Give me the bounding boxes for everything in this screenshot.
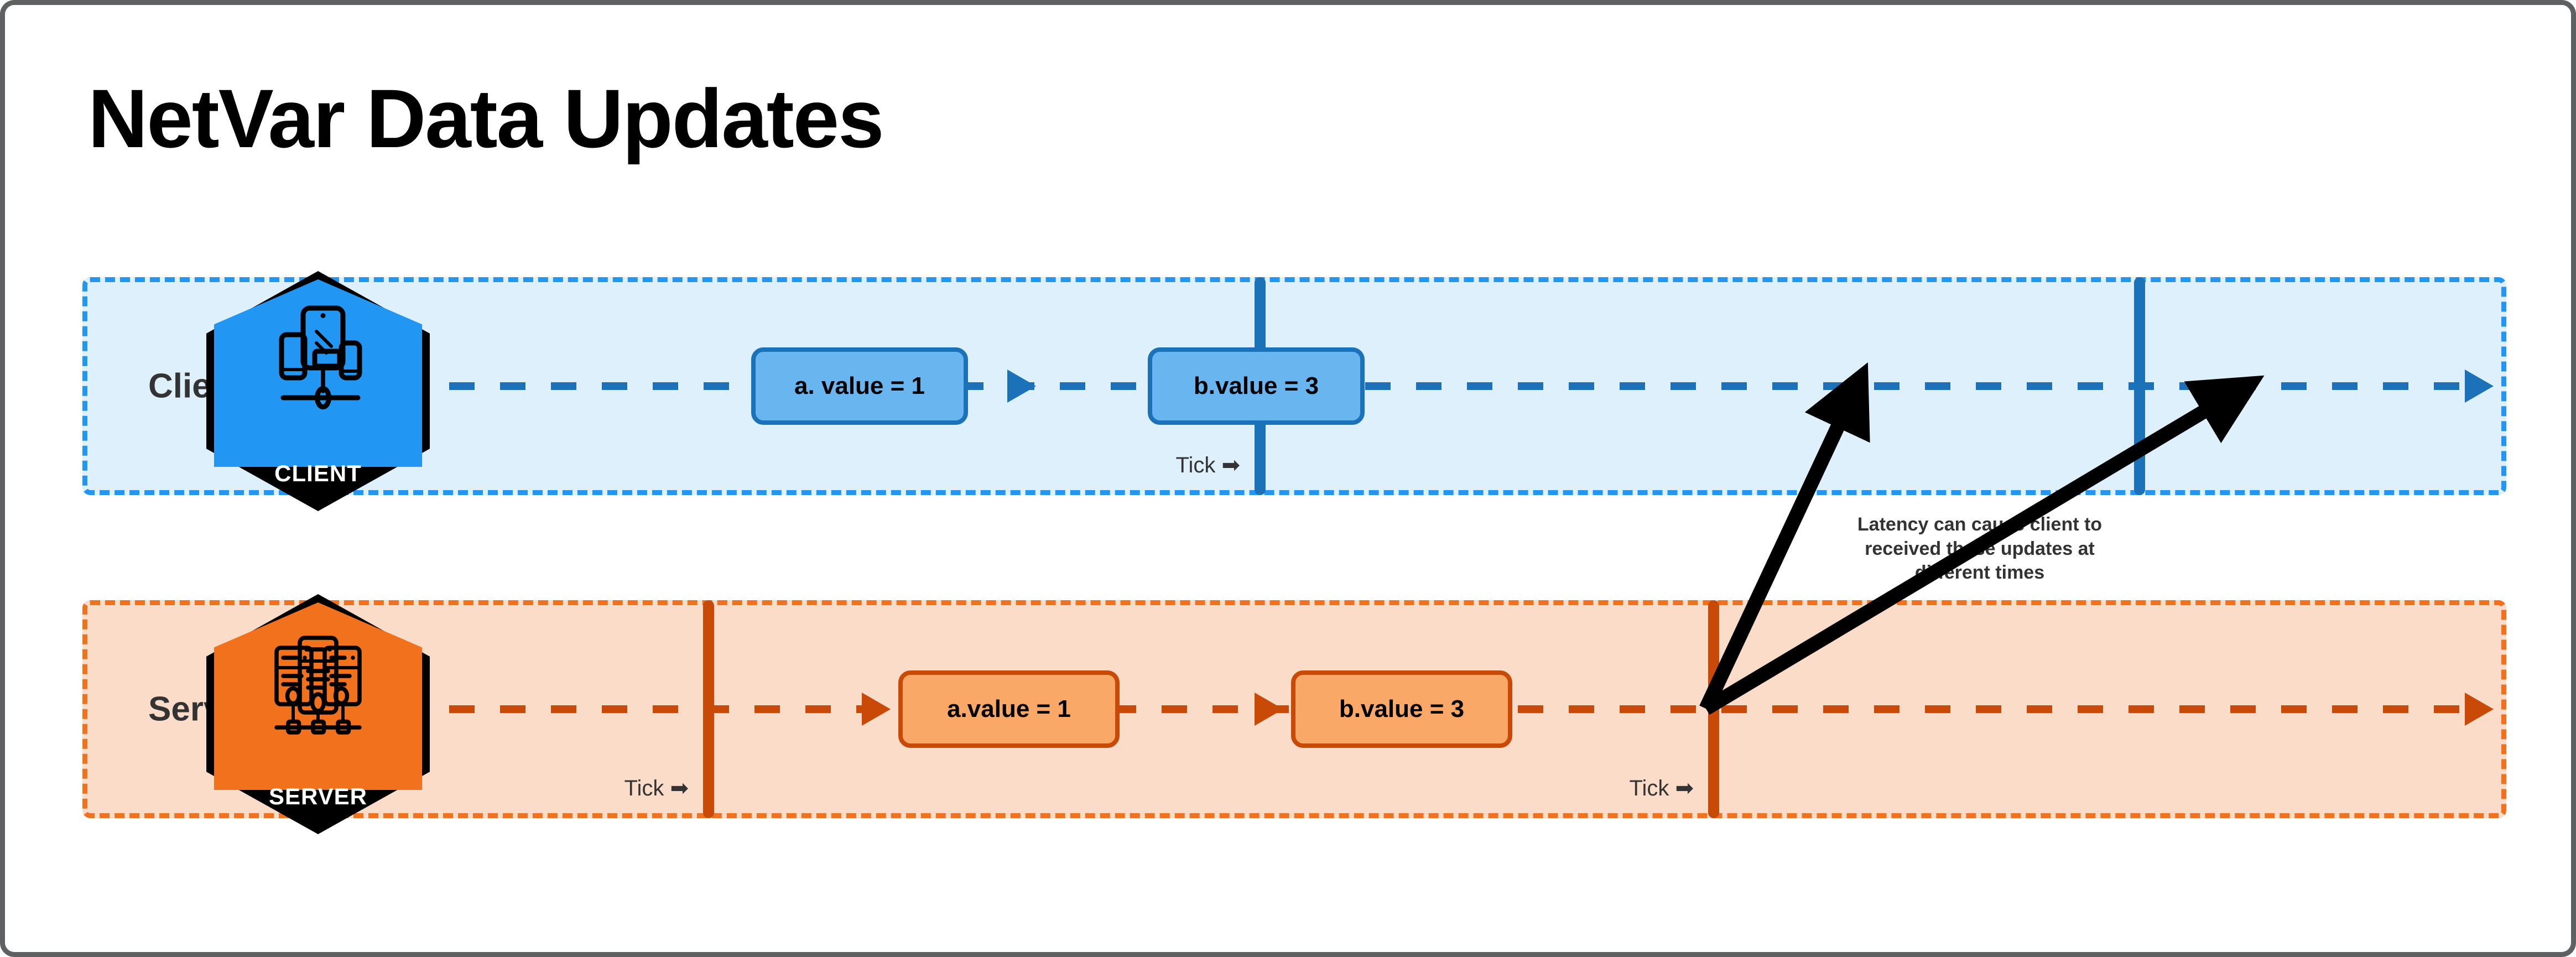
server-tick-label-1: Tick ➡	[624, 776, 689, 800]
server-value-box-b[interactable]: b.value = 3	[1291, 670, 1512, 748]
server-node-badge[interactable]: SERVER	[206, 594, 430, 834]
server-timeline-end-arrow	[2465, 693, 2494, 726]
client-value-box-a[interactable]: a. value = 1	[751, 347, 968, 425]
server-inline-arrow-2	[1255, 693, 1283, 726]
latency-annotation-line-3: different times	[1914, 562, 2045, 584]
server-rack-icon	[206, 626, 430, 745]
server-tick-label-2: Tick ➡	[1629, 776, 1694, 800]
client-node-badge[interactable]: CLIENT	[206, 271, 430, 511]
server-value-box-a[interactable]: a.value = 1	[898, 670, 1120, 748]
page-title: NetVar Data Updates	[88, 72, 884, 165]
client-value-box-b[interactable]: b.value = 3	[1148, 347, 1365, 425]
server-inline-arrow-1	[862, 693, 891, 726]
server-value-box-a-label: a.value = 1	[947, 695, 1071, 722]
server-lane: Server Tick ➡ Tick ➡ a.value = 1 b.value…	[82, 594, 2506, 834]
latency-annotation-line-1: Latency can cause client to	[1857, 514, 2103, 535]
server-node-caption: SERVER	[269, 783, 367, 809]
client-timeline-end-arrow	[2465, 370, 2494, 403]
client-timeline	[347, 382, 2473, 390]
server-tick-bar-1[interactable]	[703, 600, 714, 818]
client-node-caption: CLIENT	[274, 460, 362, 486]
latency-annotation-line-2: received these updates at	[1865, 538, 2095, 559]
client-tick-bar-2[interactable]	[2134, 277, 2145, 495]
client-inline-arrow-1	[1007, 370, 1036, 403]
client-value-box-a-label: a. value = 1	[794, 372, 925, 399]
client-tick-label-1: Tick ➡	[1175, 453, 1240, 477]
server-value-box-b-label: b.value = 3	[1339, 695, 1465, 722]
client-lane: Client Tick ➡ a. value = 1 b.value = 3	[82, 271, 2506, 511]
client-value-box-b-label: b.value = 3	[1193, 372, 1319, 399]
server-tick-bar-2[interactable]	[1708, 600, 1719, 818]
latency-annotation: Latency can cause client to received the…	[1847, 513, 2112, 585]
devices-icon	[206, 303, 430, 422]
